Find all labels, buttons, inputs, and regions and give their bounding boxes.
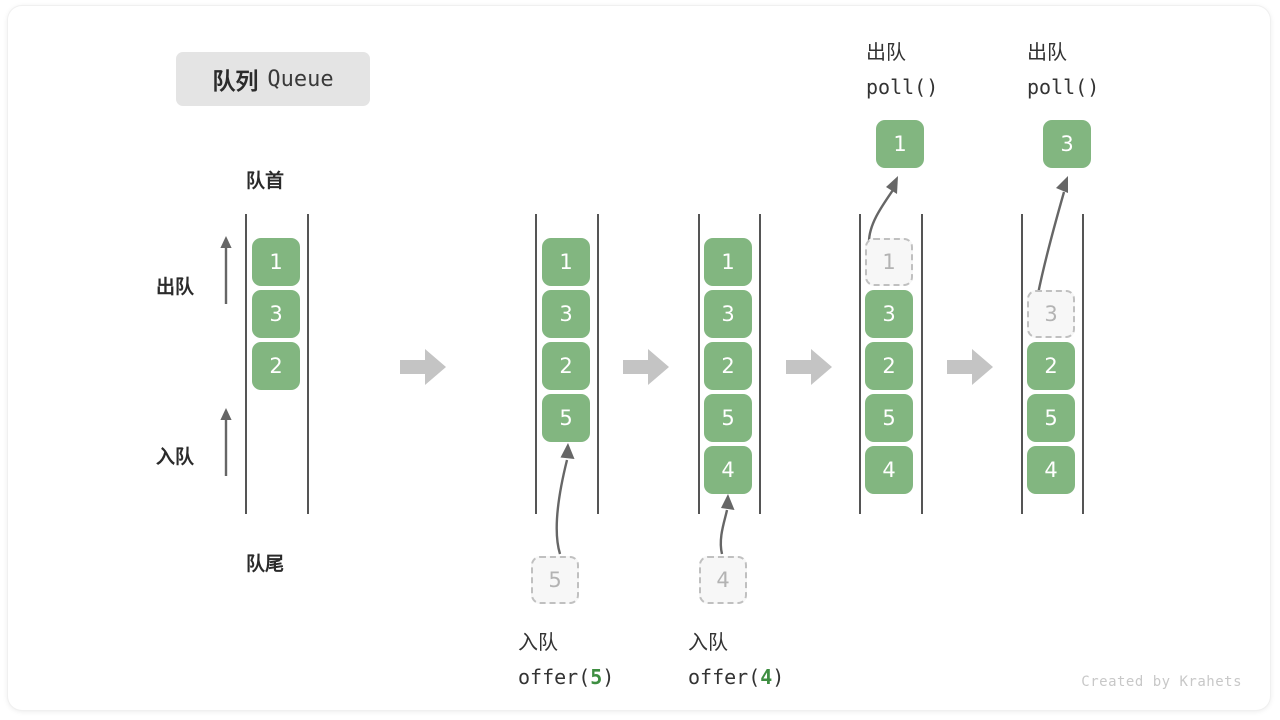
stage-label-cn: 入队 <box>518 630 558 654</box>
queue-cell: 1 <box>704 238 752 286</box>
title-english: Queue <box>267 66 334 92</box>
diagram-title-badge: 队列 Queue <box>176 52 370 106</box>
flow-arrow-icon <box>400 349 446 385</box>
incoming-element-ghost: 4 <box>699 556 747 604</box>
queue-rail-left-3 <box>698 214 700 514</box>
queue-cell: 3 <box>542 290 590 338</box>
flow-arrow-icon <box>623 349 669 385</box>
queue-cell: 5 <box>1027 394 1075 442</box>
stage-label-cn: 出队 <box>1027 40 1067 64</box>
dequeue-flow-arrow-icon <box>1036 176 1068 295</box>
dequeue-flow-arrow-icon <box>867 176 898 243</box>
queue-rail-left-1 <box>245 214 247 514</box>
stage-label-cn: 入队 <box>688 630 728 654</box>
queue-cell: 5 <box>865 394 913 442</box>
title-chinese: 队列 <box>212 69 259 95</box>
queue-rail-right-5 <box>1082 214 1084 514</box>
queue-rail-right-3 <box>759 214 761 514</box>
queue-cell: 4 <box>1027 446 1075 494</box>
popped-element: 1 <box>876 120 924 168</box>
front-label: 队首 <box>246 170 285 192</box>
queue-cell: 2 <box>704 342 752 390</box>
stage-label-code: poll() <box>866 75 939 99</box>
queue-cell: 3 <box>704 290 752 338</box>
queue-rail-left-2 <box>535 214 537 514</box>
queue-cell-removed: 3 <box>1027 290 1075 338</box>
queue-cell: 5 <box>704 394 752 442</box>
queue-cell: 2 <box>865 342 913 390</box>
queue-rail-left-4 <box>859 214 861 514</box>
queue-cell: 3 <box>252 290 300 338</box>
queue-cell: 5 <box>542 394 590 442</box>
flow-arrow-icon <box>947 349 993 385</box>
queue-cell: 4 <box>704 446 752 494</box>
queue-cell: 3 <box>865 290 913 338</box>
enqueue-direction-label: 入队 <box>156 446 195 468</box>
incoming-element-ghost: 5 <box>531 556 579 604</box>
enqueue-flow-arrow-icon <box>719 494 735 555</box>
enqueue-flow-arrow-icon <box>555 443 575 555</box>
queue-rail-left-5 <box>1021 214 1023 514</box>
flow-arrow-icon <box>786 349 832 385</box>
stage-label-code: offer(4) <box>688 665 785 689</box>
stage-label-cn: 出队 <box>866 40 906 64</box>
stage-label-code: poll() <box>1027 75 1100 99</box>
queue-cell-removed: 1 <box>865 238 913 286</box>
enqueue-arrow-icon <box>220 408 232 476</box>
diagram-canvas: 队列 Queue 队首 队尾 出队 入队 1 3 2 1 3 2 5 5 入队 … <box>8 6 1270 710</box>
queue-rail-right-1 <box>307 214 309 514</box>
queue-cell: 2 <box>1027 342 1075 390</box>
queue-cell: 2 <box>252 342 300 390</box>
dequeue-arrow-icon <box>220 236 232 304</box>
rear-label: 队尾 <box>246 553 285 575</box>
popped-element: 3 <box>1043 120 1091 168</box>
queue-cell: 1 <box>252 238 300 286</box>
queue-rail-right-2 <box>597 214 599 514</box>
credit-text: Created by Krahets <box>1081 674 1242 690</box>
queue-rail-right-4 <box>921 214 923 514</box>
queue-cell: 4 <box>865 446 913 494</box>
queue-cell: 2 <box>542 342 590 390</box>
queue-cell: 1 <box>542 238 590 286</box>
dequeue-direction-label: 出队 <box>156 276 195 298</box>
stage-label-code: offer(5) <box>518 665 615 689</box>
